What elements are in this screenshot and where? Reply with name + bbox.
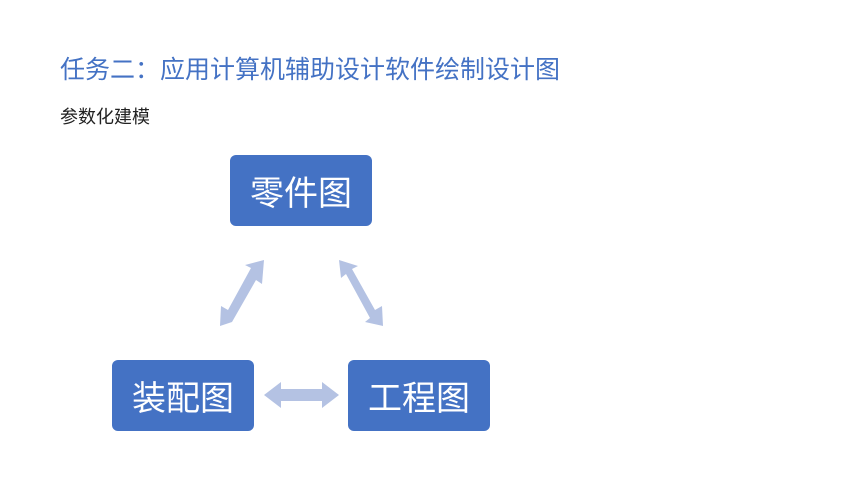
double-arrow-left-diagonal	[220, 260, 264, 326]
node-part-drawing: 零件图	[230, 155, 372, 226]
node-assembly-drawing: 装配图	[112, 360, 254, 431]
double-arrow-horizontal	[264, 382, 339, 408]
node-engineering-drawing: 工程图	[348, 360, 490, 431]
slide-subtitle: 参数化建模	[60, 107, 150, 128]
double-arrow-right-diagonal	[339, 260, 383, 326]
slide-title: 任务二：应用计算机辅助设计软件绘制设计图	[60, 55, 561, 84]
